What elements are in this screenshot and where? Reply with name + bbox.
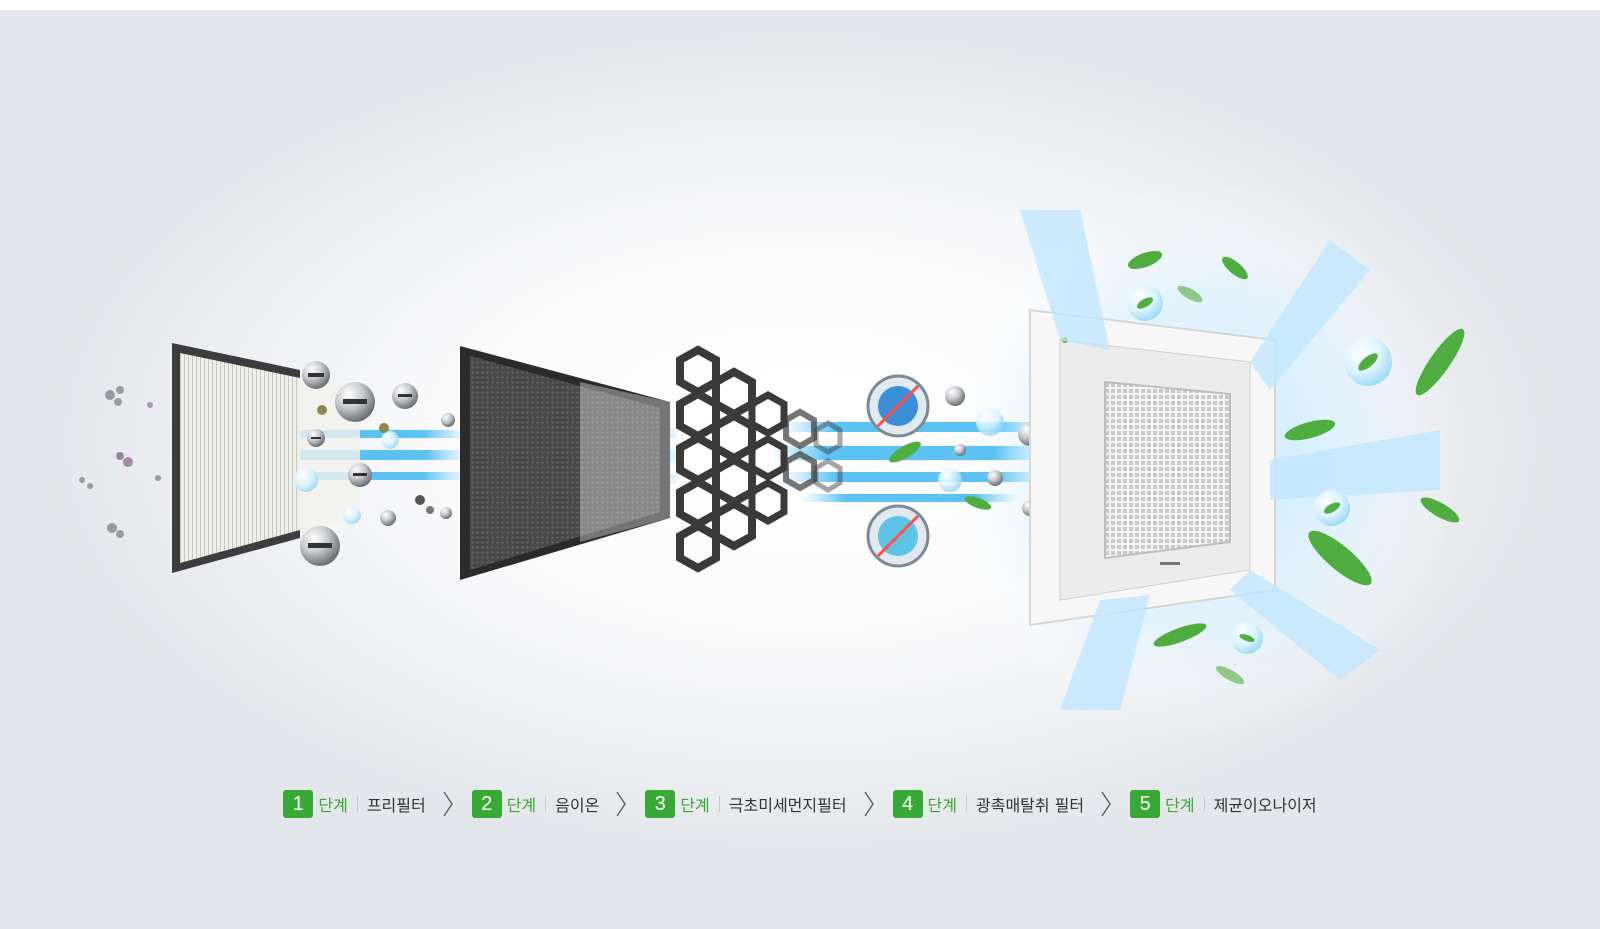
step-tag: 단계 bbox=[318, 796, 348, 815]
dust-particles bbox=[79, 386, 161, 538]
divider bbox=[545, 796, 547, 812]
chevron-right-icon bbox=[1101, 791, 1112, 817]
negative-ion-icon bbox=[294, 361, 455, 566]
divider bbox=[966, 796, 967, 812]
photocatalyst-icon bbox=[866, 374, 1042, 568]
cassette-ac-unit-icon bbox=[1029, 308, 1276, 627]
step-number-badge: 5 bbox=[1130, 790, 1161, 818]
divider bbox=[718, 796, 720, 812]
step-tag: 단계 bbox=[1165, 796, 1195, 815]
step-label: 광촉매탈취 필터 bbox=[976, 796, 1085, 815]
honeycomb-filter-icon bbox=[676, 345, 843, 573]
stage: 1 단계 프리필터 2 단계 음이온 3 단계 극초미세먼지필터 4 단계 광촉… bbox=[0, 10, 1600, 929]
divider bbox=[356, 796, 358, 812]
step-1: 1 단계 프리필터 bbox=[283, 786, 426, 822]
divider bbox=[1203, 796, 1205, 812]
prefilter-icon bbox=[172, 343, 360, 573]
step-5: 5 단계 제균이오나이저 bbox=[1130, 786, 1317, 822]
step-label: 제균이오나이저 bbox=[1213, 796, 1317, 815]
chevron-right-icon bbox=[443, 791, 453, 817]
mesh-filter-icon bbox=[460, 346, 670, 580]
step-number-badge: 2 bbox=[471, 790, 502, 818]
step-number-badge: 4 bbox=[892, 790, 923, 818]
step-tag: 단계 bbox=[680, 796, 710, 815]
step-label: 프리필터 bbox=[366, 796, 426, 815]
step-label: 극초미세먼지필터 bbox=[728, 796, 847, 815]
leaf-icon bbox=[889, 250, 1465, 685]
outflow-beams bbox=[1020, 210, 1440, 710]
step-tag: 단계 bbox=[506, 796, 537, 815]
step-number-badge: 3 bbox=[645, 790, 676, 818]
chevron-right-icon bbox=[863, 791, 874, 817]
step-2: 2 단계 음이온 bbox=[471, 786, 600, 822]
step-4: 4 단계 광촉매탈취 필터 bbox=[892, 786, 1085, 822]
step-number-badge: 1 bbox=[283, 790, 314, 818]
purification-steps: 1 단계 프리필터 2 단계 음이온 3 단계 극초미세먼지필터 4 단계 광촉… bbox=[0, 786, 1600, 822]
chevron-right-icon bbox=[616, 791, 627, 817]
step-label: 음이온 bbox=[555, 796, 600, 815]
step-3: 3 단계 극초미세먼지필터 bbox=[645, 786, 847, 822]
air-purification-illustration bbox=[79, 180, 1465, 740]
step-tag: 단계 bbox=[927, 796, 957, 815]
